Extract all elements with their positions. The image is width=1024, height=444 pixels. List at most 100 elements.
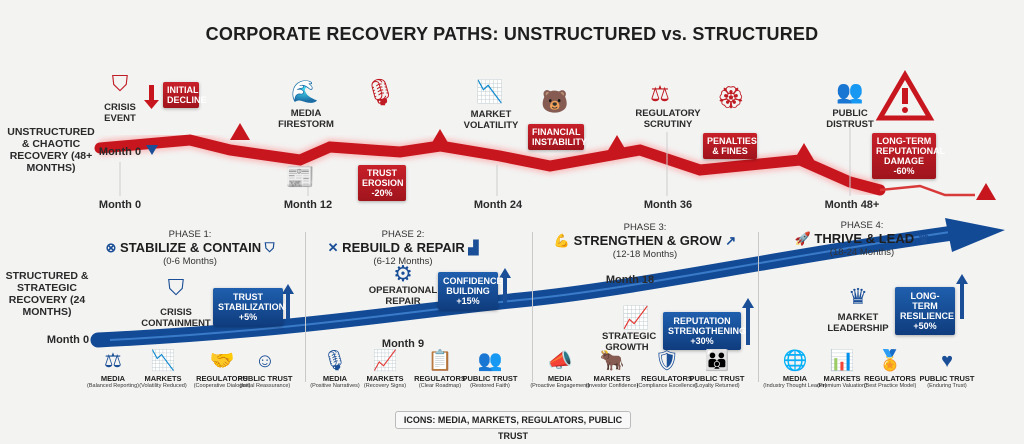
stakeholder-icon: ☺ xyxy=(254,350,276,372)
confidence-callout: CONFIDENCE BUILDING +15% xyxy=(438,272,503,310)
phase-divider xyxy=(532,232,533,382)
unstructured-tail xyxy=(879,184,975,197)
stakeholder-detail: (Volatility Reduced) xyxy=(139,383,187,389)
crisis-containment-milestone: CRISIS CONTAINMENT xyxy=(141,307,211,329)
shield-icon: ⛉ xyxy=(264,240,275,255)
stakeholder-title: REGULATORS xyxy=(641,374,693,383)
warning-icons xyxy=(230,70,996,200)
stakeholder-icon: 🐂 xyxy=(599,350,625,372)
stakeholder-icon: 📋 xyxy=(427,350,453,372)
event-market-volatility: MARKET VOLATILITY xyxy=(463,109,519,131)
stakeholder-detail: (Cooperative Dialogue) xyxy=(193,383,251,389)
muscle-icon: 💪 xyxy=(553,233,570,248)
blocks-icon: ▟ xyxy=(468,240,479,255)
stakeholder-detail: (Enduring Trust) xyxy=(927,383,967,389)
stakeholder-icon: 🌐 xyxy=(782,350,808,372)
phase-4-header: PHASE 4:🚀 THRIVE & LEAD ♛(18-24 Months) xyxy=(794,220,930,258)
falling-chart-icon: 📉 xyxy=(476,79,504,104)
stakeholder-icon: 🏅 xyxy=(877,350,903,372)
month-label: Month 24 xyxy=(473,199,523,211)
resilience-callout: LONG-TERM RESILIENCE +50% xyxy=(895,287,955,335)
newspaper-icon: 📰 xyxy=(285,164,315,191)
stakeholder-item: ♥PUBLIC TRUST(Enduring Trust) xyxy=(920,350,975,390)
stakeholder-item: 🌐MEDIA(Industry Thought Leader) xyxy=(763,350,827,390)
stakeholder-detail: (Clear Roadmap) xyxy=(418,383,462,389)
stakeholder-item: 📉 MARKETS(Volatility Reduced) xyxy=(139,350,186,390)
stakeholder-title: MEDIA xyxy=(547,374,573,383)
broken-shield-icon: ⛉ xyxy=(111,71,129,96)
stakeholder-title: PUBLIC TRUST xyxy=(689,374,745,383)
shield-icon: ⛉ xyxy=(167,275,185,300)
decline-arrow xyxy=(149,85,154,101)
event-crisis: CRISIS EVENT xyxy=(104,102,136,124)
page-title: CORPORATE RECOVERY PATHS: UNSTRUCTURED v… xyxy=(205,24,819,44)
stakeholder-item: 👪PUBLIC TRUST(Loyalty Returned) xyxy=(690,350,745,390)
crown-icon: ♛ xyxy=(917,231,930,246)
initial-decline-callout: INITIAL DECLINE xyxy=(163,82,207,108)
growth-arrow-icon: 📈 xyxy=(622,305,650,330)
phase-divider xyxy=(305,232,306,382)
month-label: Month 0 xyxy=(98,199,142,211)
stakeholder-title: MEDIA xyxy=(782,374,808,383)
stakeholder-title: MARKETS xyxy=(593,374,631,383)
stakeholder-item: 🎙MEDIA(Positive Narratives) xyxy=(310,350,360,390)
stakeholder-detail: (Compliance Excellence) xyxy=(636,383,698,389)
stakeholder-icon: 🛡 xyxy=(654,350,680,372)
stakeholder-item: 📣 MEDIA(Proactive Engagement) xyxy=(530,350,589,390)
growth-arrow-icon: ↗ xyxy=(725,233,737,248)
unstructured-label: UNSTRUCTURED & CHAOTIC RECOVERY (48+ MON… xyxy=(7,126,95,174)
structured-label: STRUCTURED & STRATEGIC RECOVERY (24 MONT… xyxy=(5,270,89,318)
gavel-icon: ⚖ xyxy=(650,81,670,106)
stakeholder-title: MEDIA xyxy=(100,374,126,383)
long-term-damage-callout: LONG-TERM REPUTATIONAL DAMAGE -60% xyxy=(872,133,945,179)
stakeholder-title: REGULATORS xyxy=(864,374,916,383)
stakeholder-icon: ♥ xyxy=(941,350,953,372)
stakeholder-detail: (Recovery Signs) xyxy=(363,383,407,389)
market-leadership-milestone: MARKET LEADERSHIP xyxy=(827,312,889,334)
month-9-label: Month 9 xyxy=(381,338,425,350)
penalties-callout: PENALTIES & FINES xyxy=(703,133,757,159)
stakeholder-detail: (Restored Faith) xyxy=(470,383,510,389)
stakeholder-detail: (Proactive Engagement) xyxy=(530,383,590,389)
month-label: Month 48+ xyxy=(824,199,880,211)
phase-2-header: PHASE 2:✕ REBUILD & REPAIR ▟(6-12 Months… xyxy=(327,229,479,267)
stakeholder-title: MARKETS xyxy=(144,374,182,383)
stakeholder-icon: 📈 xyxy=(372,350,398,372)
stakeholder-item: 🤝REGULATORS(Cooperative Dialogue) xyxy=(194,350,251,390)
stakeholder-title: REGULATORS xyxy=(414,374,466,383)
trust-stabilization-callout: TRUST STABILIZATION +5% xyxy=(213,288,285,326)
stakeholder-item: 📊MARKETS(Premium Valuation) xyxy=(817,350,867,390)
crowd-icon: 👥 xyxy=(836,79,864,104)
financial-instability-callout: FINANCIAL INSTABILITY xyxy=(528,124,587,150)
trust-erosion-callout: TRUST EROSION -20% xyxy=(358,165,406,201)
stakeholder-icon: 📣 xyxy=(547,350,573,372)
stakeholder-title: PUBLIC TRUST xyxy=(237,374,293,383)
wave-icon: 🌊 xyxy=(291,79,319,104)
event-public-distrust: PUBLIC DISTRUST xyxy=(826,108,874,130)
stakeholder-icon: ⚖ xyxy=(104,350,122,372)
badge-icon: 🏵 xyxy=(717,85,745,110)
stakeholder-icon: 📉 xyxy=(150,350,176,372)
stakeholder-detail: (Loyalty Returned) xyxy=(694,383,740,389)
unstructured-path xyxy=(94,134,886,196)
stakeholder-detail: (Best Practice Model) xyxy=(863,383,917,389)
stakeholder-item: 🐂 MARKETS(Investor Confidence) xyxy=(586,350,639,390)
stakeholder-title: MEDIA xyxy=(322,374,348,383)
strategic-growth-milestone: STRATEGIC GROWTH xyxy=(602,331,657,353)
stakeholder-detail: (Positive Narratives) xyxy=(310,383,360,389)
stakeholder-item: 🏅 REGULATORS(Best Practice Model) xyxy=(864,350,917,390)
event-media-firestorm: MEDIA FIRESTORM xyxy=(278,108,334,130)
icon-legend: ICONS: MEDIA, MARKETS, REGULATORS, PUBLI… xyxy=(395,411,631,441)
paths-graphic xyxy=(90,70,1005,348)
stakeholder-detail: (Investor Confidence) xyxy=(585,383,639,389)
unstructured-start-month: Month 0 xyxy=(98,146,142,158)
event-regulatory-scrutiny: REGULATORY SCRUTINY xyxy=(635,108,701,130)
month-label: Month 12 xyxy=(283,199,333,211)
phase-3-header: PHASE 3:💪 STRENGTHEN & GROW ↗(12-18 Mont… xyxy=(553,222,737,260)
lifebuoy-icon: ⊗ xyxy=(105,240,117,255)
stakeholder-detail: (Balanced Reporting) xyxy=(87,383,139,389)
stakeholder-title: REGULATORS xyxy=(196,374,248,383)
stakeholder-icon: 📊 xyxy=(829,350,855,372)
operational-repair-milestone: OPERATIONAL REPAIR xyxy=(368,285,438,307)
stakeholder-item: 📈MARKETS(Recovery Signs) xyxy=(364,350,406,390)
